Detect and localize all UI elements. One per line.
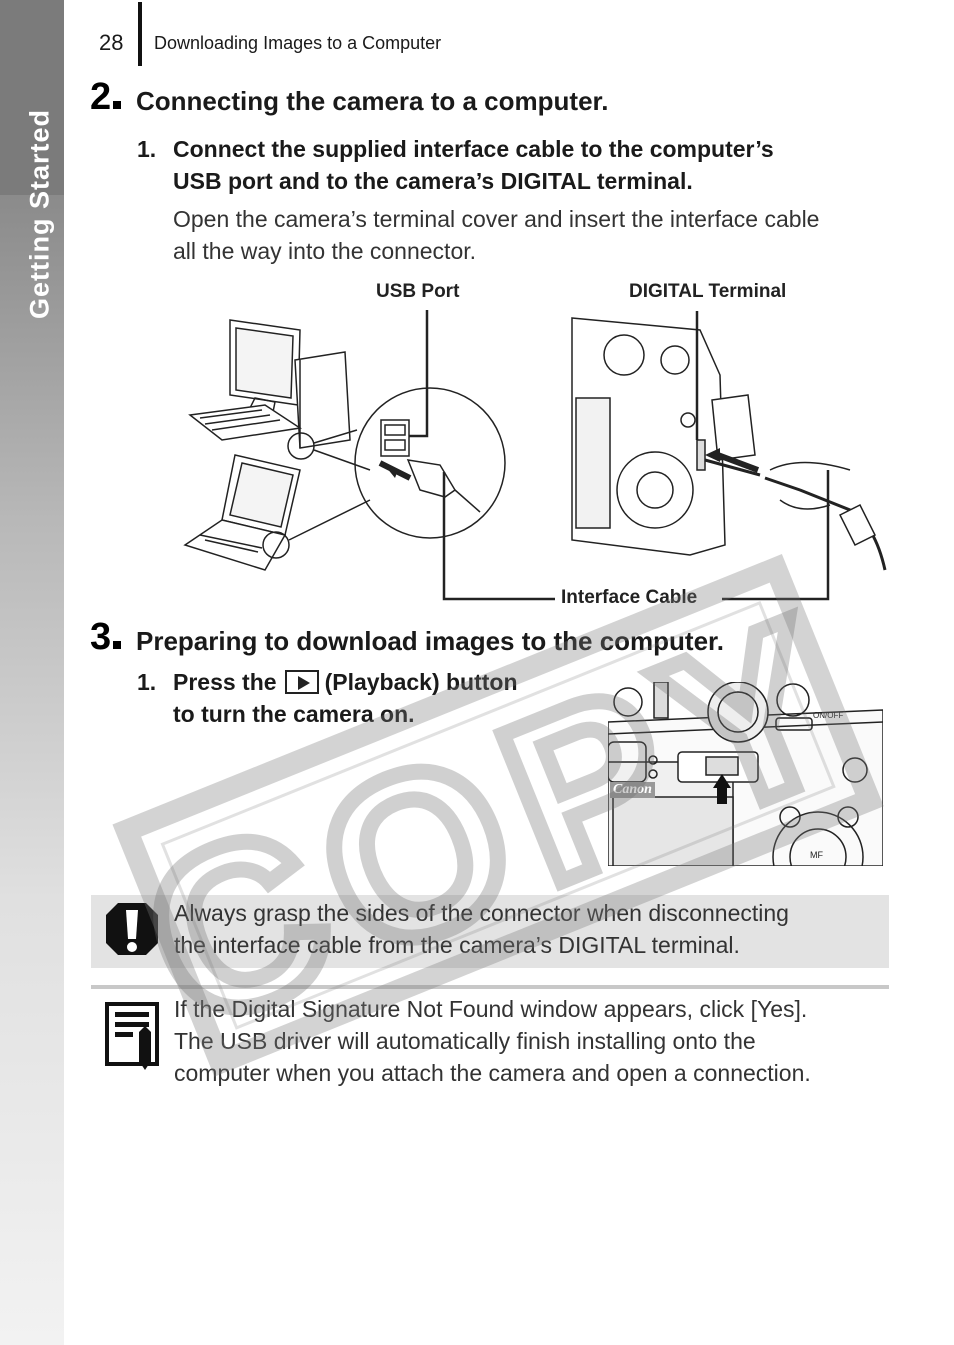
interface-cable-label: Interface Cable <box>557 587 702 609</box>
section-title: Downloading Images to a Computer <box>154 33 442 53</box>
connection-illustration <box>183 310 887 601</box>
step-2-instruction-line1: Connect the supplied interface cable to … <box>173 136 774 162</box>
note-divider <box>91 985 889 989</box>
step-3-number: 3 <box>90 616 122 659</box>
mf-label: MF <box>810 850 823 860</box>
step-3-item-number: 1. <box>137 669 157 695</box>
step-2-title: Connecting the camera to a computer. <box>136 86 609 116</box>
step-3-instruction-line2: to turn the camera on. <box>173 701 415 727</box>
caution-line2: the interface cable from the camera’s DI… <box>174 932 740 958</box>
step-3-instruction-part1: Press the <box>173 669 277 695</box>
step-3-instruction-part2: (Playback) button <box>324 669 518 695</box>
page-number: 28 <box>99 30 124 55</box>
memo-icon <box>105 1002 159 1070</box>
step-3-title: Preparing to download images to the comp… <box>136 626 724 656</box>
step-3-instruction-line1: Press the (Playback) button <box>173 666 518 698</box>
note-line2: The USB driver will automatically finish… <box>174 1028 756 1054</box>
step-2-item-number: 1. <box>137 136 157 162</box>
note-line3: computer when you attach the camera and … <box>174 1060 811 1086</box>
caution-line1: Always grasp the sides of the connector … <box>174 900 789 926</box>
step-2-description-line2: all the way into the connector. <box>173 238 477 264</box>
step-2-instruction-line2: USB port and to the camera’s DIGITAL ter… <box>173 168 693 194</box>
side-tab <box>0 0 64 1345</box>
camera-playback-illustration: Canon ON/OFF MF <box>608 682 883 866</box>
caution-box <box>91 895 889 968</box>
camera-brand-logo: Canon <box>610 782 655 798</box>
step-2-description-line1: Open the camera’s terminal cover and ins… <box>173 206 820 232</box>
usb-port-label: USB Port <box>372 281 464 303</box>
step-2-number: 2 <box>90 76 122 119</box>
header-divider <box>138 2 142 66</box>
side-tab-highlight <box>0 0 64 195</box>
playback-icon <box>284 670 319 694</box>
note-line1: If the Digital Signature Not Found windo… <box>174 996 808 1022</box>
digital-terminal-label: DIGITAL Terminal <box>625 281 791 303</box>
side-tab-label: Getting Started <box>24 108 55 320</box>
exclamation-icon <box>106 903 158 955</box>
power-button-label: ON/OFF <box>813 711 844 720</box>
